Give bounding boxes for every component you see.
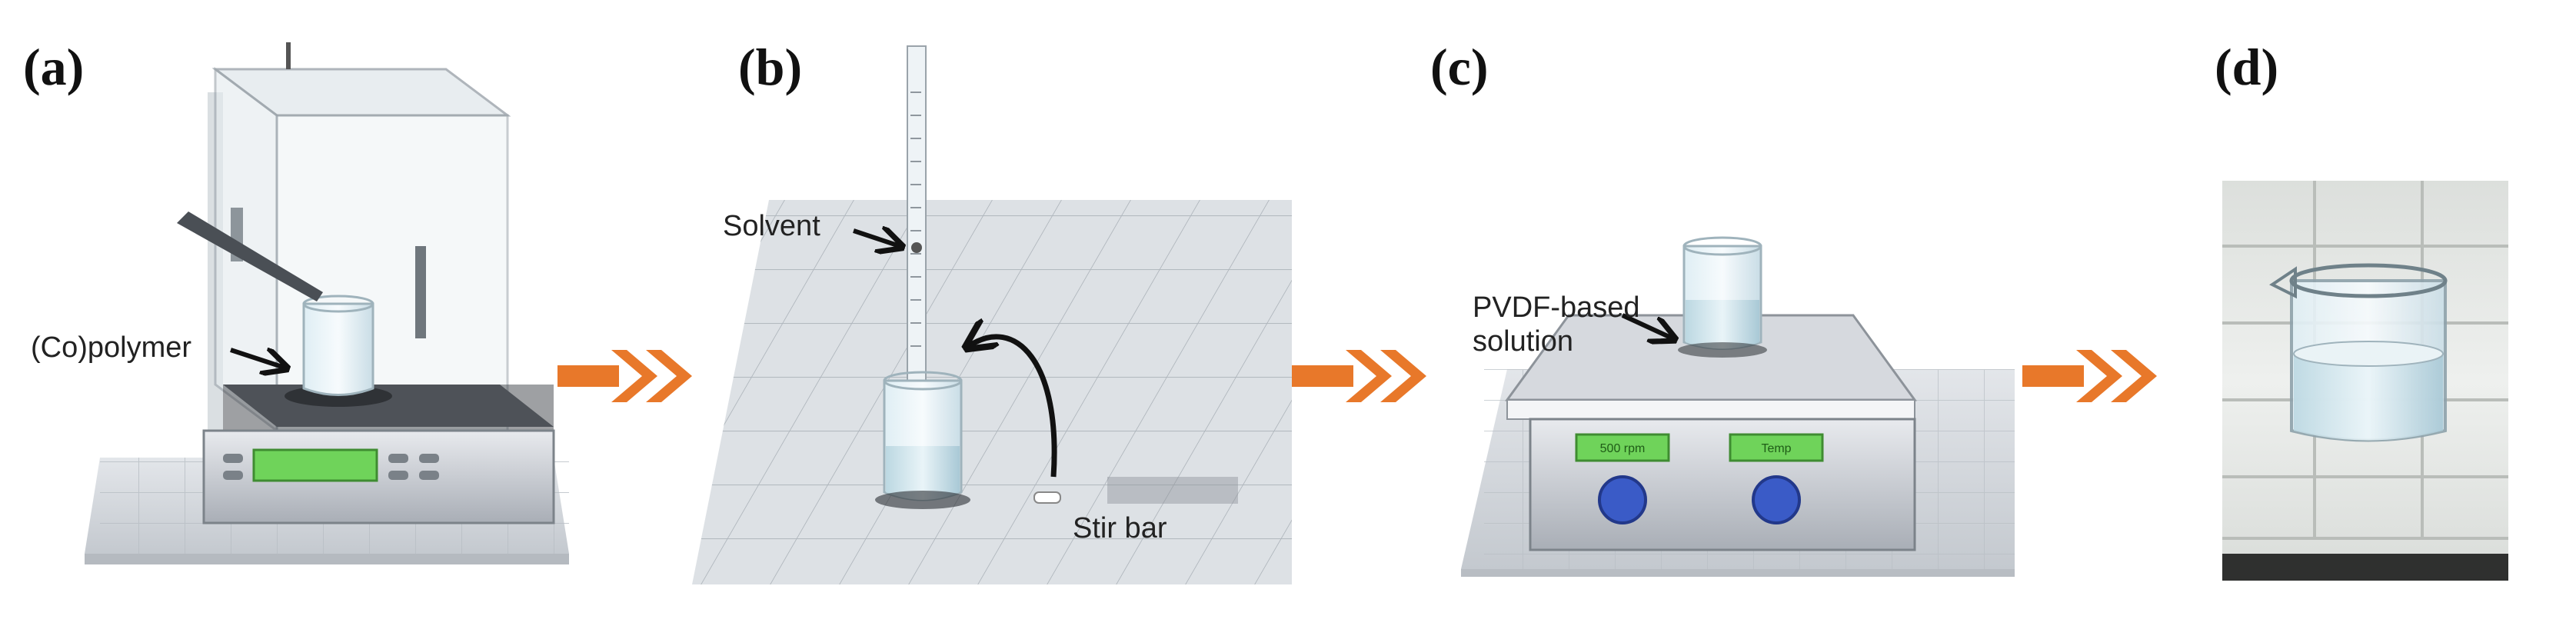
panel-label-d: (d) bbox=[2215, 38, 2279, 96]
stirrer-display-right: Temp bbox=[1761, 442, 1791, 455]
process-arrow-b-c bbox=[1292, 350, 1426, 402]
panel-b-solvent-illustration bbox=[692, 45, 1292, 584]
annotation-arrow-copolymer bbox=[230, 350, 285, 368]
panel-d-solution-photo bbox=[2222, 181, 2508, 581]
process-arrow-c-d bbox=[2022, 350, 2157, 402]
panel-a-balance-illustration bbox=[85, 42, 569, 564]
annotation-copolymer: (Co)polymer bbox=[31, 331, 192, 364]
panel-label-c: (c) bbox=[1430, 38, 1489, 96]
annotation-pvdf-line-1: PVDF-based bbox=[1473, 291, 1640, 324]
process-arrow-a-b bbox=[557, 350, 692, 402]
panel-label-a: (a) bbox=[23, 38, 85, 96]
annotation-solvent: Solvent bbox=[723, 210, 820, 242]
stirrer-display-left: 500 rpm bbox=[1600, 442, 1646, 455]
panel-c-stirrer-illustration: 500 rpm Temp bbox=[1461, 236, 2015, 577]
annotation-pvdf-line-2: solution bbox=[1473, 325, 1573, 358]
annotation-pvdf-solution: PVDF-based solution bbox=[1473, 291, 1640, 358]
panel-label-b: (b) bbox=[738, 38, 803, 96]
annotation-stir-bar: Stir bar bbox=[1073, 512, 1167, 544]
